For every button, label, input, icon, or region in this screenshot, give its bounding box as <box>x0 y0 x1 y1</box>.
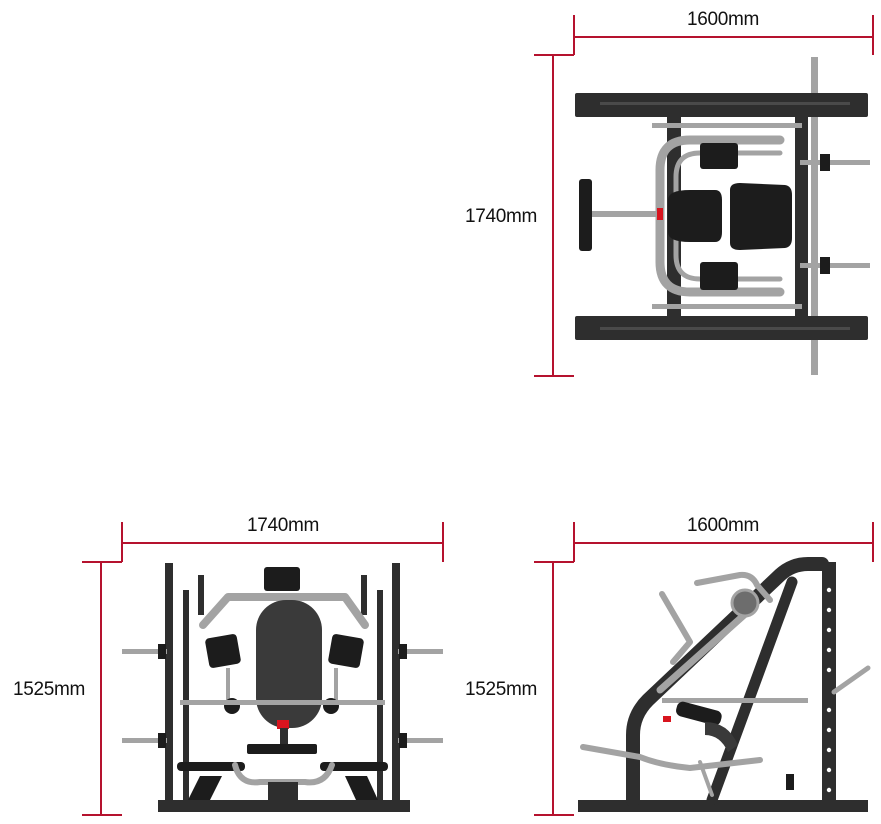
front-view-plate-horn-right-upper <box>398 649 443 654</box>
front-view-arm-pad-left <box>205 634 241 668</box>
front-view-lower-crossbar <box>180 700 385 705</box>
adjust-hole <box>826 767 832 773</box>
top-width-label: 1600mm <box>687 9 759 30</box>
front-view-seat-post <box>280 728 288 750</box>
top-view-barbell-rod <box>811 57 818 375</box>
front-view-foot-bar-right <box>320 762 388 771</box>
front-view-collar-right-lower <box>399 733 407 748</box>
adjust-hole <box>826 647 832 653</box>
top-view-cross-tube-rear <box>652 304 802 309</box>
front-view-back-pad <box>256 600 322 728</box>
side-view-seat-bracket <box>705 722 738 752</box>
top-view-plate-horn-upper <box>800 160 870 165</box>
front-view-base-bar <box>158 800 410 812</box>
front-view-foot-pad <box>247 744 317 754</box>
side-height-label: 1525mm <box>465 679 537 700</box>
side-view-base-bar <box>578 800 868 812</box>
front-view-post-left-outer <box>165 563 173 803</box>
front-height-label: 1525mm <box>13 679 85 700</box>
top-view-machine <box>575 57 870 375</box>
front-view-foot-right <box>345 776 378 800</box>
front-view-center-stand <box>268 782 298 800</box>
top-depth-label: 1740mm <box>465 206 537 227</box>
top-view-back-pad <box>730 183 792 250</box>
front-view-plate-horn-left-upper <box>122 649 167 654</box>
side-view-adjustment-holes <box>826 587 832 793</box>
top-view-arm-pad-upper <box>700 143 738 169</box>
side-view-lever-link <box>698 760 714 797</box>
side-view-horizontal-bar <box>662 698 808 703</box>
front-view-collar-left-lower <box>158 733 166 748</box>
front-view-collar-left-upper <box>158 644 166 659</box>
side-view-footrest <box>786 774 794 790</box>
front-view-foot-lever <box>232 762 335 786</box>
adjust-hole <box>826 727 832 733</box>
front-view-post-left-inner <box>183 590 189 800</box>
front-view: 1740mm 1525mm <box>13 515 444 816</box>
front-view-plate-horn-right-lower <box>398 738 443 743</box>
side-view-dimensions: 1600mm 1525mm <box>465 515 874 816</box>
top-view-rear-rail-highlight <box>600 327 850 330</box>
top-view-collar-lower <box>820 257 830 274</box>
top-view-collar-upper <box>820 154 830 171</box>
front-view-seat-adjust-knob <box>277 720 289 729</box>
front-view-bracket-right <box>361 575 367 615</box>
adjust-hole <box>826 787 832 793</box>
adjust-hole <box>826 747 832 753</box>
front-view-handle-right <box>334 668 338 700</box>
front-view-post-right-inner <box>377 590 383 800</box>
adjust-hole <box>826 707 832 713</box>
top-view-front-rail-highlight <box>600 102 850 105</box>
side-view-adjust-knob <box>663 716 671 722</box>
front-view-arm-pad-right <box>328 634 364 668</box>
front-view-machine <box>122 563 443 812</box>
adjust-hole <box>826 587 832 593</box>
side-view-rear-upright <box>822 562 836 802</box>
side-view-top-arm <box>694 571 773 603</box>
adjust-hole <box>826 607 832 613</box>
side-view: 1600mm 1525mm <box>465 515 874 816</box>
top-view-adjust-knob <box>657 208 663 220</box>
top-view-plate-horn-lower <box>800 263 870 268</box>
front-width-label: 1740mm <box>247 515 319 536</box>
adjust-hole <box>826 667 832 673</box>
top-view-dimensions: 1600mm 1740mm <box>465 9 874 377</box>
side-view-press-lever <box>656 604 756 694</box>
side-view-rear-plate-horn <box>831 665 871 695</box>
top-view: 1600mm 1740mm <box>465 9 874 377</box>
front-view-post-right-outer <box>392 563 400 803</box>
top-view-foot-lever-grip <box>579 179 592 251</box>
top-view-arm-pad-lower <box>700 262 738 290</box>
top-view-cross-tube-front <box>652 123 802 128</box>
front-view-foot-left <box>188 776 222 800</box>
top-view-upright-right <box>795 117 808 316</box>
side-view-foot-lever <box>580 744 763 771</box>
front-view-bracket-left <box>198 575 204 615</box>
side-width-label: 1600mm <box>687 515 759 536</box>
front-view-handle-left <box>226 668 230 700</box>
front-view-head-pad <box>264 567 300 591</box>
side-view-front-handle <box>659 591 693 665</box>
adjust-hole <box>826 627 832 633</box>
side-view-seat-pad <box>676 701 722 726</box>
top-view-foot-lever-bar <box>590 211 662 217</box>
side-view-machine <box>578 557 871 812</box>
front-view-dimensions: 1740mm 1525mm <box>13 515 444 816</box>
front-view-foot-bar-left <box>177 762 245 771</box>
top-view-seat-pad <box>668 190 722 242</box>
front-view-plate-horn-left-lower <box>122 738 167 743</box>
front-view-press-arm-top <box>199 593 369 629</box>
front-view-collar-right-upper <box>399 644 407 659</box>
side-view-plate-sleeve <box>730 588 760 618</box>
